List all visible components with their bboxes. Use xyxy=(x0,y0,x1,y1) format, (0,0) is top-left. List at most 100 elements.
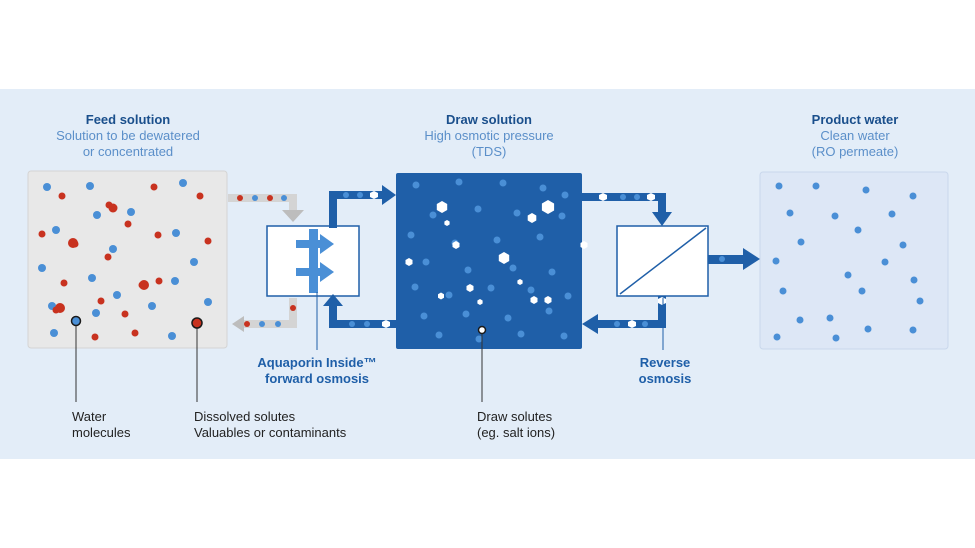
feed-solution-line1: Solution to be dewatered xyxy=(56,128,200,143)
feed-water-molecules xyxy=(38,179,212,340)
water-molecule xyxy=(509,264,517,272)
dissolved-solute xyxy=(91,333,99,341)
water-molecule xyxy=(504,314,512,322)
draw-solute-ion xyxy=(580,241,588,249)
water-molecule xyxy=(412,181,420,189)
water-molecule xyxy=(539,184,547,192)
water-molecule xyxy=(204,298,212,306)
water-molecules-label-line1: Water xyxy=(72,409,107,424)
pointer-lines xyxy=(75,292,664,402)
dissolved-solute xyxy=(104,253,112,261)
draw-solute-ion xyxy=(541,200,555,214)
feed-solution-line2: or concentrated xyxy=(82,144,174,159)
product-water-title: Product water xyxy=(811,112,899,127)
water-molecule xyxy=(545,307,553,315)
water-molecule xyxy=(910,276,918,284)
ro-to-draw-arrow xyxy=(582,296,666,334)
forward-osmosis-membrane-icon xyxy=(266,225,360,297)
dissolved-solutes-label-line2: Valuables or contaminants xyxy=(194,425,347,440)
draw-to-fo-arrow xyxy=(323,294,396,328)
product-water-header: Product water Clean water (RO permeate) xyxy=(745,112,965,160)
dissolved-solute xyxy=(60,279,68,287)
fo-to-draw-arrow xyxy=(329,185,396,228)
water-molecule xyxy=(862,186,870,194)
water-molecule xyxy=(420,312,428,320)
draw-solute-ion xyxy=(452,241,460,249)
water-molecule xyxy=(179,179,187,187)
water-molecule xyxy=(548,268,556,276)
dissolved-solute xyxy=(196,192,204,200)
water-molecule xyxy=(773,333,781,341)
product-water-line2: (RO permeate) xyxy=(811,144,899,159)
dissolved-solute xyxy=(55,303,65,313)
water-molecule xyxy=(148,302,156,310)
draw-solute-ion xyxy=(517,279,523,285)
water-molecule xyxy=(899,241,907,249)
water-molecule xyxy=(854,226,862,234)
water-molecule xyxy=(527,286,535,294)
water-molecule xyxy=(86,182,94,190)
water-molecule xyxy=(881,258,889,266)
water-molecule xyxy=(560,332,568,340)
feed-solution-box xyxy=(27,170,228,349)
draw-solution-header: Draw solution High osmotic pressure (TDS… xyxy=(379,112,599,160)
draw-solutes-label-line1: Draw solutes xyxy=(477,409,553,424)
draw-to-ro-arrow xyxy=(582,193,672,226)
water-molecule xyxy=(50,329,58,337)
water-molecule xyxy=(826,314,834,322)
feed-inflow-arrow xyxy=(228,194,304,222)
draw-solute-ion xyxy=(466,284,474,292)
water-molecule xyxy=(462,310,470,318)
dissolved-solute xyxy=(108,203,118,213)
water-molecule xyxy=(779,287,787,295)
water-molecule xyxy=(127,208,135,216)
dissolved-solute xyxy=(97,297,105,305)
water-molecule xyxy=(109,245,117,253)
water-molecule xyxy=(812,182,820,190)
dissolved-solute xyxy=(139,280,149,290)
draw-solutes-label-line2: (eg. salt ions) xyxy=(477,425,556,440)
water-molecule xyxy=(52,226,60,234)
water-molecule xyxy=(168,332,176,340)
water-molecule xyxy=(487,284,495,292)
water-molecule xyxy=(455,178,463,186)
water-molecule xyxy=(43,183,51,191)
draw-solute-ion xyxy=(405,258,413,266)
water-molecule xyxy=(564,292,572,300)
water-molecule xyxy=(796,316,804,324)
water-molecule xyxy=(464,266,472,274)
forward-osmosis-label: Aquaporin Inside™ forward osmosis xyxy=(222,355,412,387)
reverse-osmosis-membrane-icon xyxy=(616,225,709,297)
dissolved-solute xyxy=(131,329,139,337)
water-molecule xyxy=(888,210,896,218)
dissolved-solute xyxy=(121,310,129,318)
product-water-molecules xyxy=(772,182,924,342)
product-water-line1: Clean water xyxy=(820,128,890,143)
water-molecule xyxy=(797,238,805,246)
draw-solute-ions xyxy=(405,200,588,305)
water-molecule xyxy=(93,211,101,219)
water-molecule xyxy=(113,291,121,299)
water-molecule xyxy=(88,274,96,282)
draw-solute-ion xyxy=(527,213,537,223)
water-molecule xyxy=(429,211,437,219)
forward-osmosis-label-line2: forward osmosis xyxy=(264,371,370,386)
water-molecule xyxy=(407,231,415,239)
water-molecule xyxy=(475,335,483,343)
dissolved-solute xyxy=(38,230,46,238)
dissolved-solute xyxy=(124,220,132,228)
water-molecule xyxy=(499,179,507,187)
product-water-box xyxy=(759,171,949,350)
dissolved-solute xyxy=(150,183,158,191)
reverse-osmosis-label-line2: osmosis xyxy=(638,371,692,386)
dissolved-solute xyxy=(155,277,163,285)
dissolved-solute xyxy=(58,192,66,200)
dissolved-solute xyxy=(154,231,162,239)
water-molecule xyxy=(411,283,419,291)
water-molecule xyxy=(558,212,566,220)
pointer-dots xyxy=(70,315,487,335)
draw-solute-ion xyxy=(436,201,448,213)
water-molecule xyxy=(92,309,100,317)
water-molecule xyxy=(858,287,866,295)
